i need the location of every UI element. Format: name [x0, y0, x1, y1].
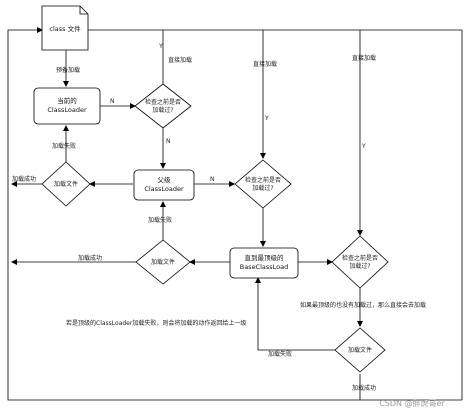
label-direct-3: 直接加载 — [352, 54, 376, 62]
label-y-3: Y — [361, 143, 366, 150]
current-loader-line1: 当前的 — [57, 96, 77, 105]
label-n-2: N — [166, 138, 171, 145]
top-loader-line2: BaseClassLoad — [240, 263, 289, 271]
note-fail: 若是顶级的ClassLoader加载失败，则会将加载的动作返回给上一级 — [66, 319, 246, 327]
label-load-ok-2: 加载成功 — [78, 254, 102, 262]
top-loader-line1: 直到最顶级的 — [245, 253, 285, 262]
check1-line1: 检查之前是否 — [145, 98, 181, 106]
check2-node: 检查之前是否 加载过? — [234, 159, 292, 209]
current-loader-line2: ClassLoader — [47, 106, 87, 114]
label-n-3: N — [210, 176, 215, 183]
load-left-node: 加载文件 — [41, 161, 91, 207]
current-loader-node: 当前的 ClassLoader — [33, 87, 101, 125]
note-top: 如果最顶级的也没有加载过，那么直接会去加载 — [300, 301, 426, 309]
label-direct-2: 直接加载 — [253, 60, 277, 68]
check3-line1: 检查之前是否 — [342, 254, 378, 262]
parent-loader-line2: ClassLoader — [144, 185, 184, 193]
label-preload: 预备加载 — [56, 66, 80, 74]
load-bottom-node: 加载文件 — [334, 327, 386, 373]
label-y-2: Y — [264, 115, 269, 122]
check2-line1: 检查之前是否 — [245, 176, 281, 184]
parent-loader-node: 父级 ClassLoader — [133, 169, 195, 201]
edge-load-bottom-fail — [255, 277, 335, 351]
check1-node: 检查之前是否 加载过? — [134, 83, 192, 129]
label-load-fail-2: 加载失败 — [148, 216, 172, 224]
class-file-node: class 文件 — [41, 5, 89, 51]
class-file-label: class 文件 — [49, 24, 81, 33]
edge-outer-loop — [7, 27, 361, 401]
label-load-fail-3: 加载失败 — [268, 350, 292, 358]
label-load-ok-1: 加载成功 — [12, 175, 36, 183]
watermark: CSDN @胖虎哥er — [379, 398, 445, 408]
parent-loader-line1: 父级 — [158, 175, 172, 184]
check1-line2: 加载过? — [152, 106, 173, 114]
label-load-fail-1: 加载失败 — [52, 142, 76, 150]
label-direct-1: 直接加载 — [168, 56, 192, 64]
load-bottom-label: 加载文件 — [348, 346, 372, 354]
check3-node: 检查之前是否 加载过? — [331, 235, 389, 289]
edge-labels: 预备加载 Y 直接加载 直接加载 Y 直接加载 Y N N N 加载失败 加载失… — [12, 43, 445, 408]
label-n-1: N — [110, 98, 115, 105]
load-mid-node: 加载文件 — [135, 239, 191, 285]
label-load-ok-3: 加载成功 — [352, 384, 376, 392]
top-loader-node: 直到最顶级的 BaseClassLoad — [229, 247, 299, 279]
load-mid-label: 加载文件 — [151, 258, 175, 266]
load-left-label: 加载文件 — [54, 180, 78, 188]
connectors — [7, 27, 463, 401]
check3-line2: 加载过? — [349, 262, 370, 270]
label-y-1: Y — [158, 43, 163, 50]
check2-line2: 加载过? — [252, 184, 273, 192]
